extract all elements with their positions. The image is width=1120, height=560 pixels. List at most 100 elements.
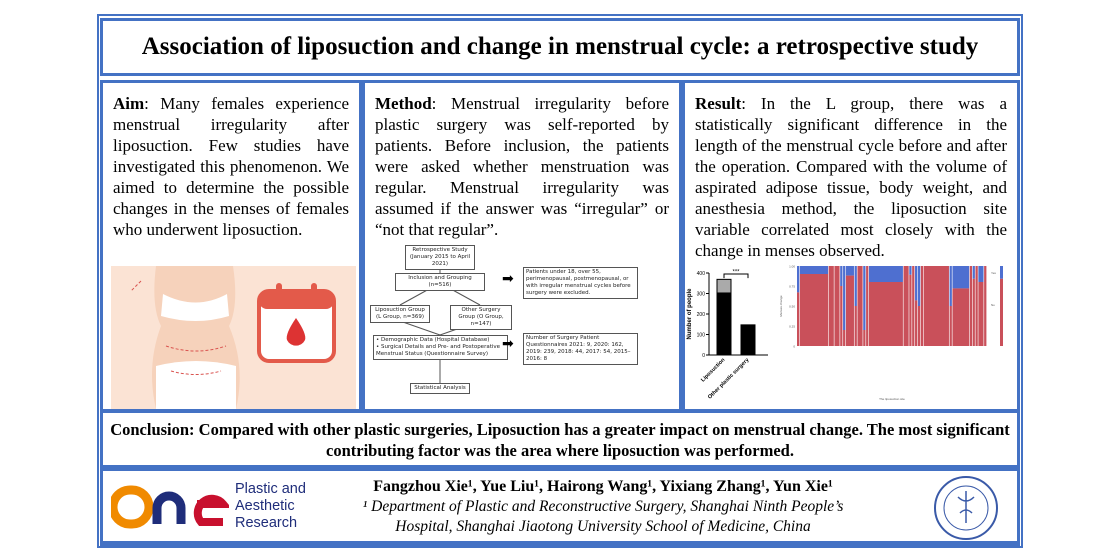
method-label: Method [375, 94, 432, 113]
mosaic-yes [909, 266, 912, 275]
y-tick-label: 0.75 [789, 285, 795, 289]
body-calendar-illustration [130, 266, 336, 409]
mosaic-yes [797, 266, 800, 293]
right-arrow-icon: ➡ [502, 337, 514, 352]
y-tick-label: 300 [697, 292, 706, 298]
poster-frame [97, 14, 1023, 548]
flow-box-data: • Demographic Data (Hospital Database)• … [373, 335, 508, 360]
journal-name-line: Plastic and [235, 481, 306, 497]
flow-box-inclusion: Inclusion and Grouping (n=516) [395, 273, 485, 291]
mosaic-no [984, 266, 987, 346]
legend-no [1000, 278, 1003, 346]
footer: Plastic and Aesthetic Research Fangzhou … [100, 468, 1020, 546]
mosaic-yes [863, 266, 866, 330]
mosaic-yes [840, 266, 843, 286]
mosaic-no [799, 274, 829, 346]
significance-label: *** [732, 269, 740, 275]
mosaic-no [845, 275, 854, 346]
mosaic-no [840, 286, 843, 346]
mosaic-yes [952, 266, 970, 289]
mosaic-no [969, 266, 973, 346]
oae-logo-icon [111, 485, 229, 528]
mosaic-yes [854, 266, 857, 306]
mosaic-no [972, 278, 975, 346]
y-tick-label: 1.00 [789, 265, 795, 269]
mosaic-no [868, 282, 903, 346]
method-panel: Method: Menstrual irregularity before pl… [362, 80, 682, 412]
mosaic-no [949, 306, 952, 346]
mosaic-no [912, 266, 915, 346]
mosaic-yes [915, 266, 918, 301]
illustration [111, 266, 356, 409]
mosaic-yes [949, 266, 952, 306]
mosaic-no [857, 266, 863, 346]
aim-label: Aim [113, 94, 145, 113]
flow-box-study: Retrospective Study (January 2015 to Apr… [405, 245, 475, 270]
mosaic-yes [868, 266, 903, 282]
y-axis-label: Menses change [779, 295, 783, 317]
x-axis-label: The liposuction site [879, 397, 905, 401]
mosaic-no [866, 266, 869, 346]
mosaic-no [843, 330, 846, 346]
poster-title: Association of liposuction and change in… [100, 18, 1020, 76]
mosaic-yes [978, 266, 984, 282]
affiliation: Hospital, Shanghai Jiaotong University S… [395, 518, 811, 535]
y-tick-label: 100 [697, 333, 706, 339]
affiliation: ¹ Department of Plastic and Reconstructi… [362, 498, 844, 515]
y-axis-label: Number of people [687, 288, 693, 340]
result-label: Result [695, 94, 742, 113]
legend-label: No [991, 303, 995, 307]
mosaic-yes [843, 266, 846, 330]
mosaic-no [828, 266, 834, 346]
mosaic-yes [972, 266, 975, 279]
flow-box-analysis: Statistical Analysis [410, 383, 470, 394]
x-tick-label: Other plastic surgery [707, 357, 751, 401]
y-tick-label: 200 [697, 312, 706, 318]
mosaic-no [975, 266, 978, 346]
mosaic-no [917, 306, 921, 346]
aim-panel: Aim: Many females experience menstrual i… [100, 80, 362, 412]
method-text: : Menstrual irregularity before plastic … [375, 94, 669, 239]
mosaic-no [909, 274, 912, 346]
journal-name-line: Aesthetic [235, 498, 295, 514]
right-arrow-icon: ➡ [502, 272, 514, 287]
flow-box-questionnaires: Number of Surgery Patient Questionnaires… [523, 333, 638, 365]
result-text: : In the L group, there was a statistica… [695, 94, 1007, 260]
mosaic-no [920, 266, 924, 346]
mosaic-no [854, 306, 857, 346]
mosaic-no [797, 292, 800, 346]
mosaic-no [834, 266, 840, 346]
university-seal-icon [934, 476, 998, 540]
journal-logo: Plastic and Aesthetic Research [111, 481, 306, 532]
journal-name-line: Research [235, 515, 298, 531]
mosaic-no [903, 266, 909, 346]
mosaic-yes [799, 266, 829, 274]
mosaic-no [952, 288, 970, 346]
author-block: Fangzhou Xie¹, Yue Liu¹, Hairong Wang¹, … [333, 477, 873, 537]
flow-box-l-group: Liposuction Group (L Group, n=369) [370, 305, 430, 323]
flow-box-exclusion: Patients under 18, over 55, perimenopaus… [523, 267, 638, 299]
mosaic-yes [917, 266, 921, 306]
y-tick-label: 400 [697, 271, 706, 277]
legend-yes [1000, 266, 1003, 279]
bar [741, 324, 755, 355]
y-tick-label: 0 [793, 345, 795, 349]
result-panel: Result: In the L group, there was a stat… [682, 80, 1020, 412]
legend-label: Yes [991, 271, 996, 275]
bar [717, 292, 731, 355]
mosaic-no [978, 282, 984, 346]
authors: Fangzhou Xie¹, Yue Liu¹, Hairong Wang¹, … [373, 478, 833, 495]
conclusion: Conclusion: Compared with other plastic … [100, 410, 1020, 468]
mosaic-no [923, 266, 949, 346]
significance-bracket [723, 273, 749, 279]
y-tick-label: 0.25 [789, 325, 795, 329]
mosaic-yes [845, 266, 854, 276]
y-tick-label: 0.50 [789, 305, 795, 309]
mosaic-no [863, 330, 866, 346]
aim-text: : Many females experience menstrual irre… [113, 94, 349, 239]
flow-box-o-group: Other Surgery Group (O Group, n=147) [450, 305, 512, 330]
mosaic-no [915, 300, 918, 346]
y-tick-label: 0 [702, 353, 705, 359]
